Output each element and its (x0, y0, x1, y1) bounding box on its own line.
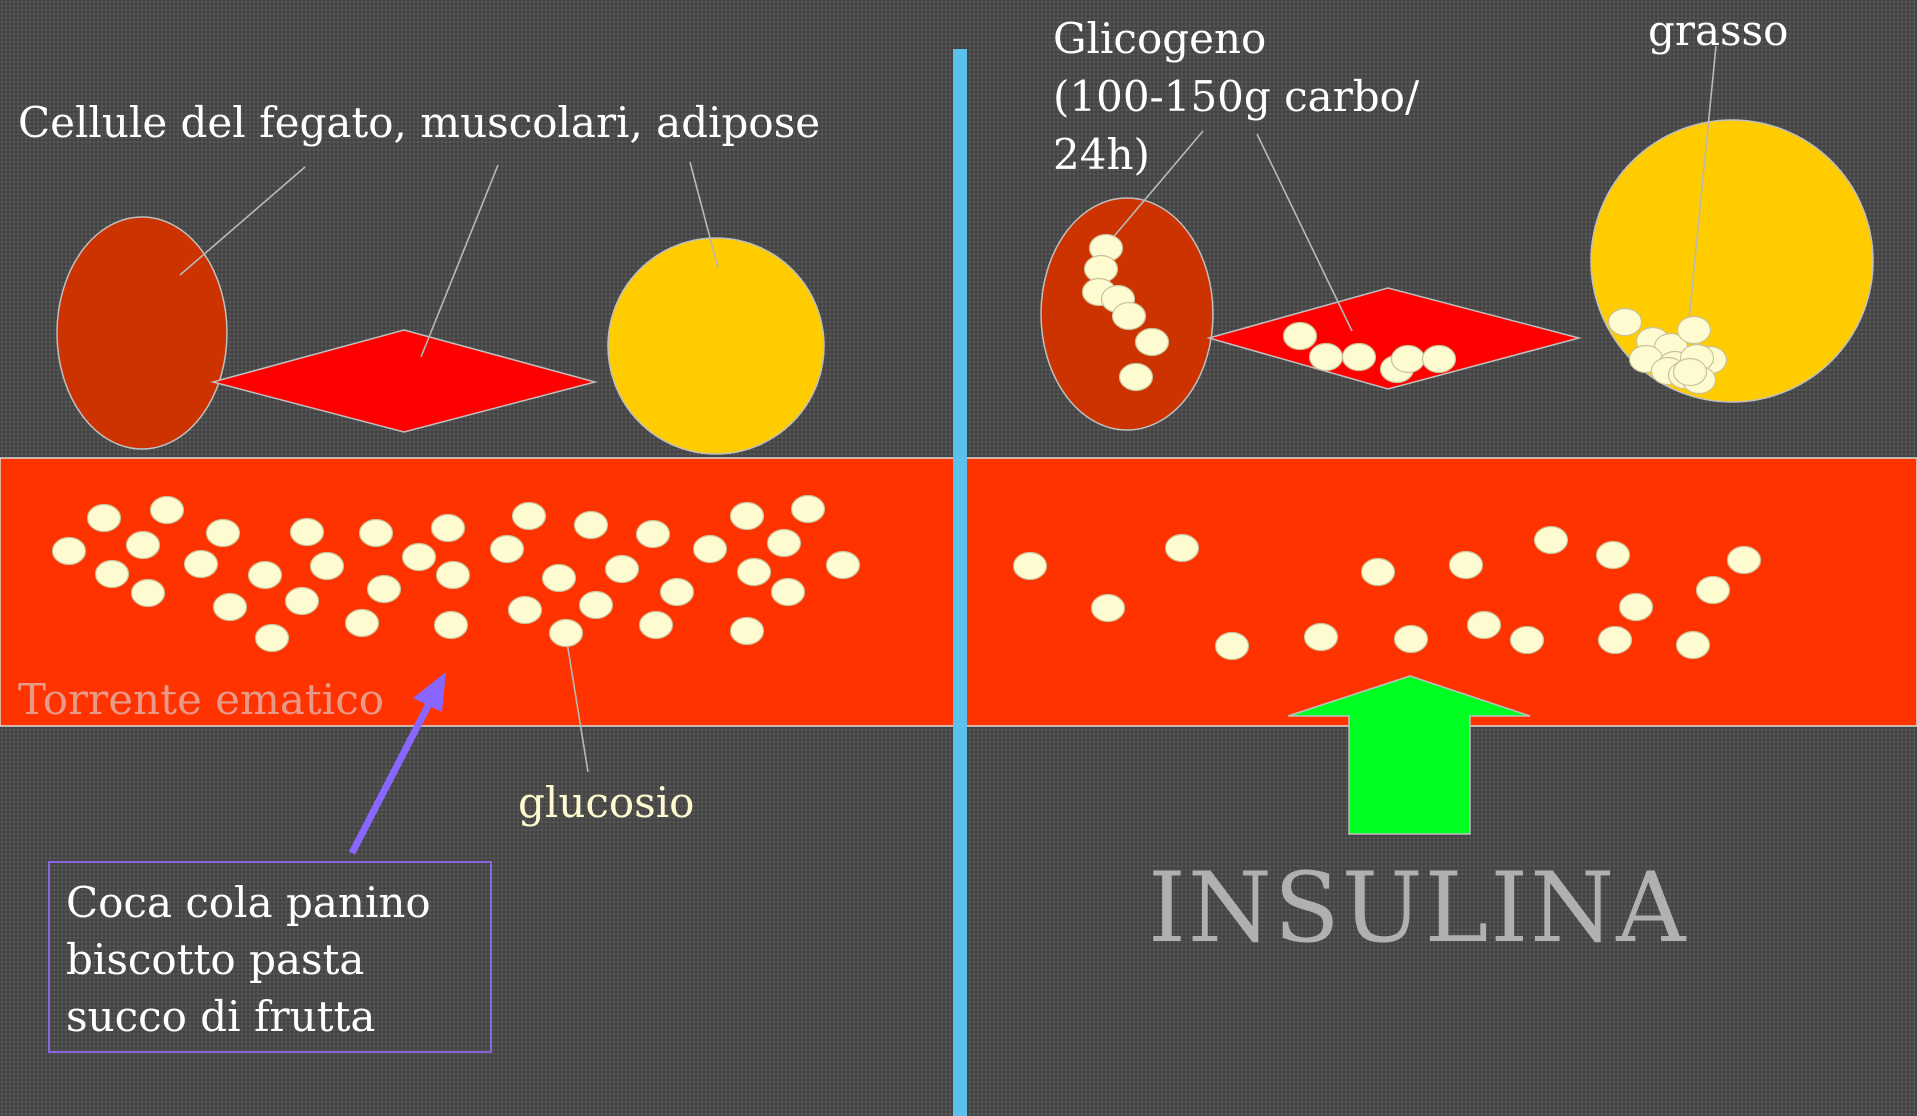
glucose-molecule-icon (637, 521, 670, 548)
cells-label: Cellule del fegato, muscolari, adipose (18, 98, 820, 147)
glucose-molecule-icon (1697, 577, 1730, 604)
bloodstream-label: Torrente ematico (18, 675, 384, 724)
glucose-molecule-icon (346, 610, 379, 637)
glucose-molecule-icon (53, 538, 86, 565)
glucose-molecule-icon (256, 625, 289, 652)
glucose-molecule-icon (661, 579, 694, 606)
glucose-molecule-icon (1136, 329, 1169, 356)
glucose-molecule-icon (768, 530, 801, 557)
glucose-molecule-icon (1362, 559, 1395, 586)
glucose-molecule-icon (1678, 317, 1711, 344)
glucose-molecule-icon (550, 620, 583, 647)
leader-line-liver (180, 167, 305, 275)
glucose-molecule-icon (694, 536, 727, 563)
glucose-molecule-icon (127, 532, 160, 559)
glucose-molecule-icon (1535, 527, 1568, 554)
glucose-molecule-icon (738, 559, 771, 586)
glucose-molecule-icon (640, 612, 673, 639)
glucose-molecule-icon (403, 544, 436, 571)
glucose-molecule-icon (1284, 323, 1317, 350)
glucose-molecule-icon (185, 551, 218, 578)
glucose-molecule-icon (513, 503, 546, 530)
glucose-molecule-icon (772, 579, 805, 606)
glucose-molecule-icon (96, 561, 129, 588)
glucose-molecule-icon (1216, 633, 1249, 660)
glucose-molecule-icon (207, 520, 240, 547)
glucose-molecule-icon (1166, 535, 1199, 562)
glucose-molecule-icon (1450, 552, 1483, 579)
glucose-molecule-icon (311, 553, 344, 580)
glucose-label: glucosio (518, 778, 694, 827)
glucose-molecule-icon (1310, 344, 1343, 371)
glucose-molecule-icon (291, 519, 324, 546)
glucose-molecule-icon (1305, 624, 1338, 651)
glucose-molecule-icon (1395, 626, 1428, 653)
glucose-molecule-icon (437, 562, 470, 589)
glucose-molecule-icon (1343, 344, 1376, 371)
glycogen-label: Glicogeno (100-150g carbo/ 24h) (1053, 10, 1419, 184)
glucose-molecule-icon (1092, 595, 1125, 622)
glucose-molecule-icon (1599, 627, 1632, 654)
glucose-molecule-icon (360, 520, 393, 547)
glucose-molecule-icon (214, 594, 247, 621)
glucose-molecule-icon (151, 497, 184, 524)
glucose-molecule-icon (606, 556, 639, 583)
glucose-molecule-icon (249, 562, 282, 589)
fat-label: grasso (1648, 6, 1788, 55)
glucose-molecule-icon (1609, 309, 1642, 336)
glucose-molecule-icon (1468, 612, 1501, 639)
fat-cell-left (608, 238, 824, 454)
glucose-molecule-icon (132, 580, 165, 607)
glucose-molecule-icon (491, 536, 524, 563)
glucose-molecule-icon (1014, 553, 1047, 580)
leader-line-muscle (421, 165, 498, 357)
glucose-molecule-icon (1120, 364, 1153, 391)
glucose-molecule-icon (1728, 547, 1761, 574)
food-label: Coca cola panino biscotto pasta succo di… (66, 874, 431, 1045)
glucose-molecule-icon (509, 597, 542, 624)
glucose-molecule-icon (792, 496, 825, 523)
glucose-molecule-icon (1677, 632, 1710, 659)
glucose-molecule-icon (543, 565, 576, 592)
glucose-molecule-icon (88, 505, 121, 532)
glucose-molecule-icon (731, 618, 764, 645)
glucose-molecule-icon (575, 512, 608, 539)
glucose-molecule-icon (1113, 303, 1146, 330)
muscle-cell-left (213, 330, 595, 432)
glucose-molecule-icon (368, 576, 401, 603)
glucose-molecule-icon (1392, 346, 1425, 373)
glucose-molecule-icon (580, 592, 613, 619)
glucose-molecule-icon (432, 515, 465, 542)
glucose-molecule-icon (435, 612, 468, 639)
glucose-molecule-icon (1423, 346, 1456, 373)
liver-cell-left (57, 217, 227, 449)
glucose-molecule-icon (1674, 359, 1707, 386)
insulin-label: INSULINA (1148, 852, 1688, 964)
glucose-molecule-icon (827, 552, 860, 579)
glucose-molecule-icon (1620, 594, 1653, 621)
glucose-molecule-icon (731, 503, 764, 530)
glucose-molecule-icon (1511, 627, 1544, 654)
glucose-molecule-icon (286, 588, 319, 615)
glucose-molecule-icon (1597, 542, 1630, 569)
